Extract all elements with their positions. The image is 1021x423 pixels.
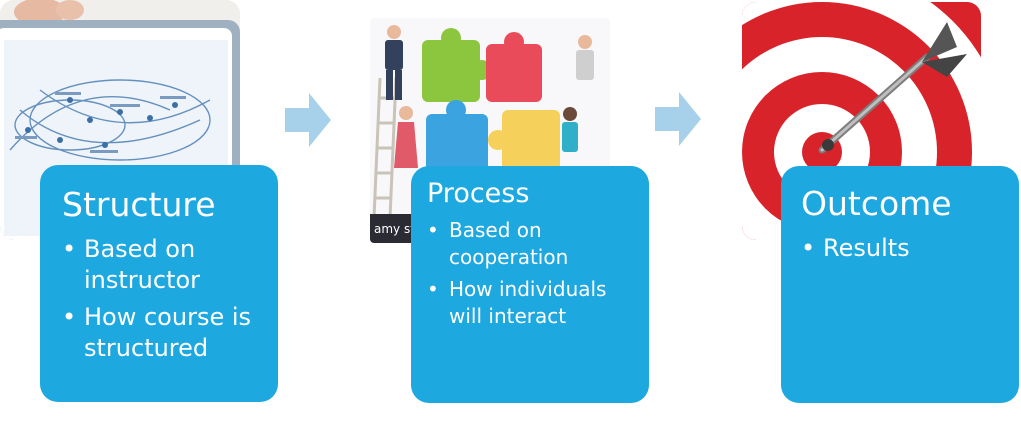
bullet-list: Based on instructor How course is struct… <box>62 234 260 364</box>
right-arrow-icon <box>655 92 701 146</box>
outcome-card: Outcome Results <box>781 166 1019 403</box>
process-card: Process Based on cooperation How individ… <box>411 166 649 403</box>
card-title: Structure <box>62 185 216 224</box>
bullet-list: Based on cooperation How individuals wil… <box>427 217 635 330</box>
bullet-list: Results <box>801 233 1005 264</box>
bullet-item: How course is structured <box>62 302 260 364</box>
card-title: Outcome <box>801 184 952 223</box>
bullet-item: Based on instructor <box>62 234 260 296</box>
bullet-item: Results <box>801 233 1005 264</box>
right-arrow-icon <box>285 93 331 147</box>
bullet-item: Based on cooperation <box>427 217 635 271</box>
bullet-item: How individuals will interact <box>427 276 635 330</box>
card-title: Process <box>427 178 530 209</box>
structure-card: Structure Based on instructor How course… <box>40 165 278 402</box>
image-caption: amy st <box>374 222 415 236</box>
